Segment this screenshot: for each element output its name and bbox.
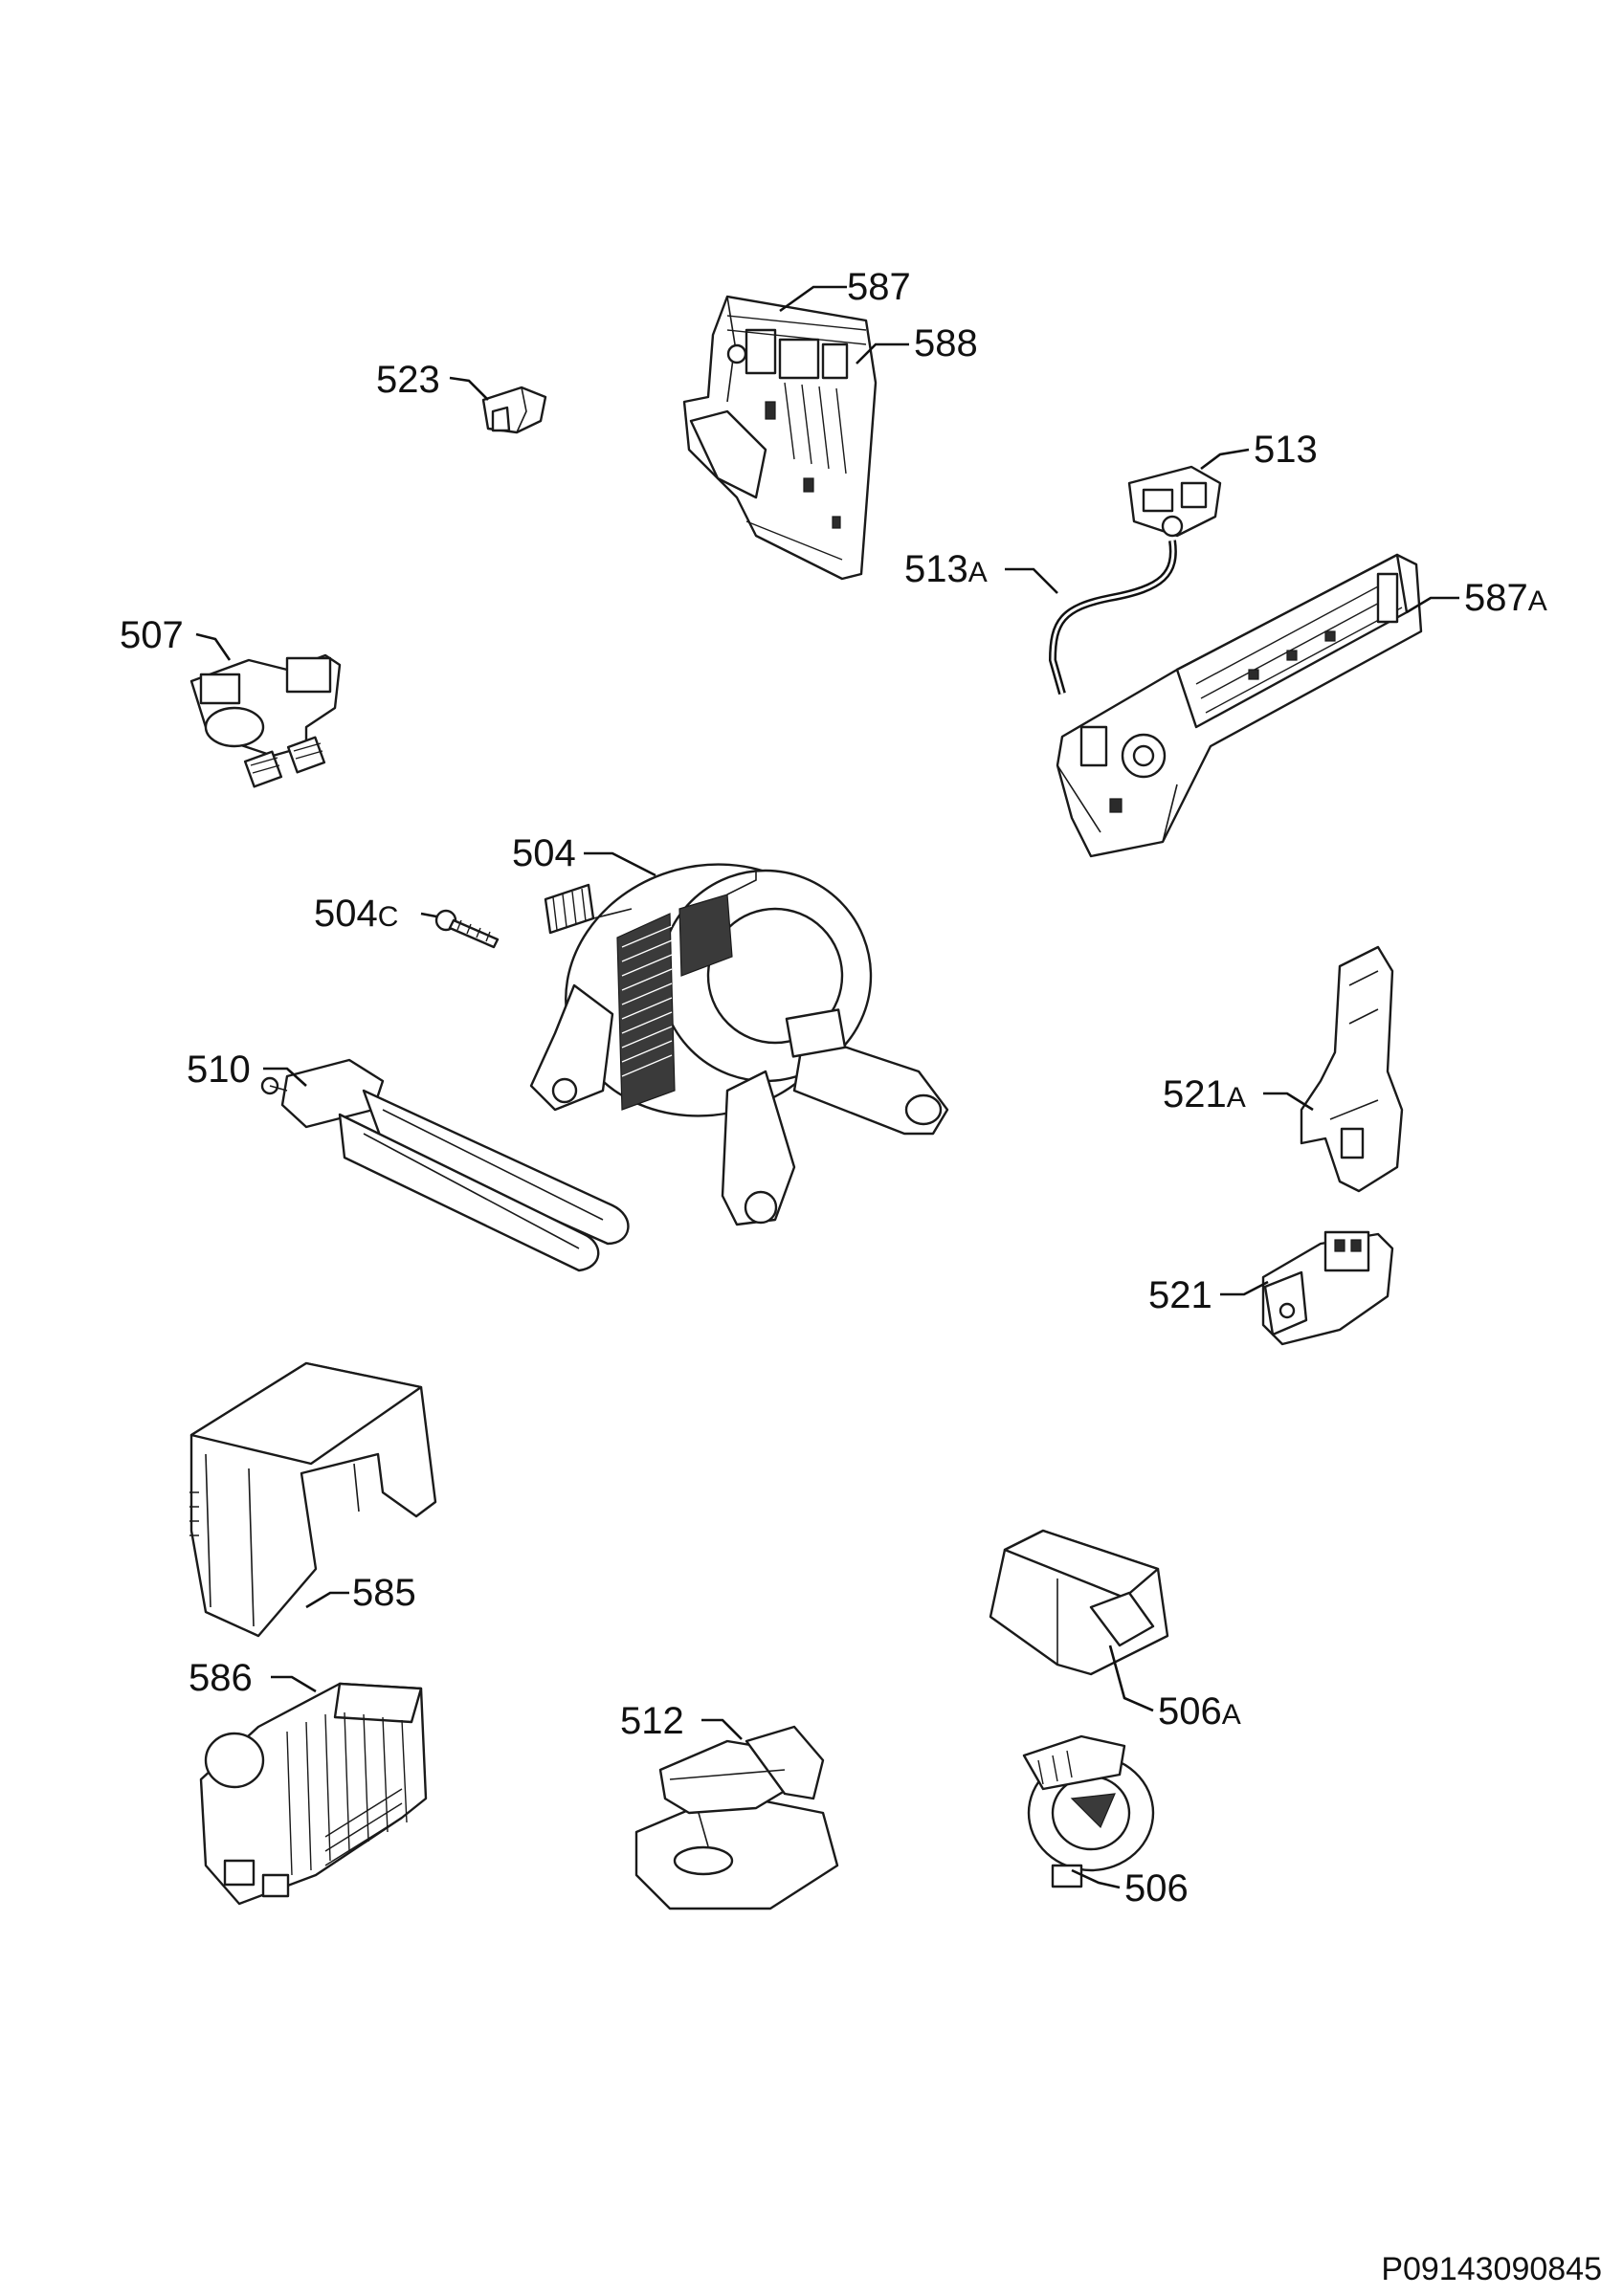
part-585-cover — [189, 1361, 437, 1638]
leader-513a — [1005, 567, 1058, 594]
leader-506 — [1071, 1868, 1121, 1889]
leader-523 — [449, 376, 489, 401]
part-587a-display-board — [1056, 553, 1423, 858]
leader-lines — [195, 285, 1459, 1889]
label-587: 587 — [847, 266, 911, 308]
label-513a: 513A — [904, 548, 988, 590]
leader-512 — [701, 1718, 743, 1740]
label-585: 585 — [352, 1572, 416, 1614]
label-587a: 587A — [1464, 577, 1547, 619]
label-507: 507 — [120, 614, 184, 656]
label-504: 504 — [512, 832, 576, 874]
part-586-module — [199, 1682, 428, 1906]
leader-587 — [779, 285, 847, 313]
leader-507 — [195, 632, 232, 661]
leader-510 — [263, 1067, 307, 1087]
label-506: 506 — [1124, 1867, 1189, 1910]
leader-585 — [305, 1591, 349, 1609]
part-506a-pump-cover — [989, 1529, 1169, 1676]
label-521a: 521A — [1163, 1073, 1246, 1115]
leader-587a — [1406, 596, 1459, 614]
label-513: 513 — [1254, 429, 1318, 471]
part-507-inlet-valve — [189, 653, 342, 788]
part-521-door-interlock — [1261, 1230, 1394, 1346]
callout-labels: 587 588 523 513 513A 587A 507 504 504C 5… — [120, 266, 1547, 1910]
leader-513 — [1200, 448, 1250, 471]
leader-506a — [1108, 1645, 1154, 1712]
label-504c: 504C — [314, 893, 398, 935]
label-506a: 506A — [1158, 1690, 1241, 1733]
part-587-control-board — [682, 295, 878, 581]
part-504-motor — [529, 863, 949, 1226]
leader-504c — [420, 912, 437, 918]
part-510-heating-element — [260, 1058, 630, 1272]
label-586: 586 — [189, 1657, 253, 1699]
diagram-reference-code: P09143090845 — [1381, 2251, 1602, 2287]
leader-588 — [856, 342, 909, 364]
leader-521 — [1220, 1280, 1269, 1296]
part-513-pressure-sensor — [1048, 465, 1222, 695]
label-510: 510 — [187, 1049, 251, 1091]
label-521: 521 — [1148, 1274, 1212, 1316]
leader-504 — [584, 851, 656, 877]
part-504c-screw — [434, 909, 500, 949]
label-588: 588 — [914, 322, 978, 364]
label-523: 523 — [376, 359, 440, 401]
part-512-pump-bracket — [634, 1725, 839, 1910]
leader-521a — [1263, 1092, 1314, 1112]
part-523-clip — [481, 386, 547, 434]
label-512: 512 — [620, 1700, 684, 1742]
leader-586 — [271, 1675, 317, 1693]
part-521a-lock-bracket — [1300, 945, 1404, 1193]
part-506-drain-pump — [1022, 1734, 1155, 1888]
